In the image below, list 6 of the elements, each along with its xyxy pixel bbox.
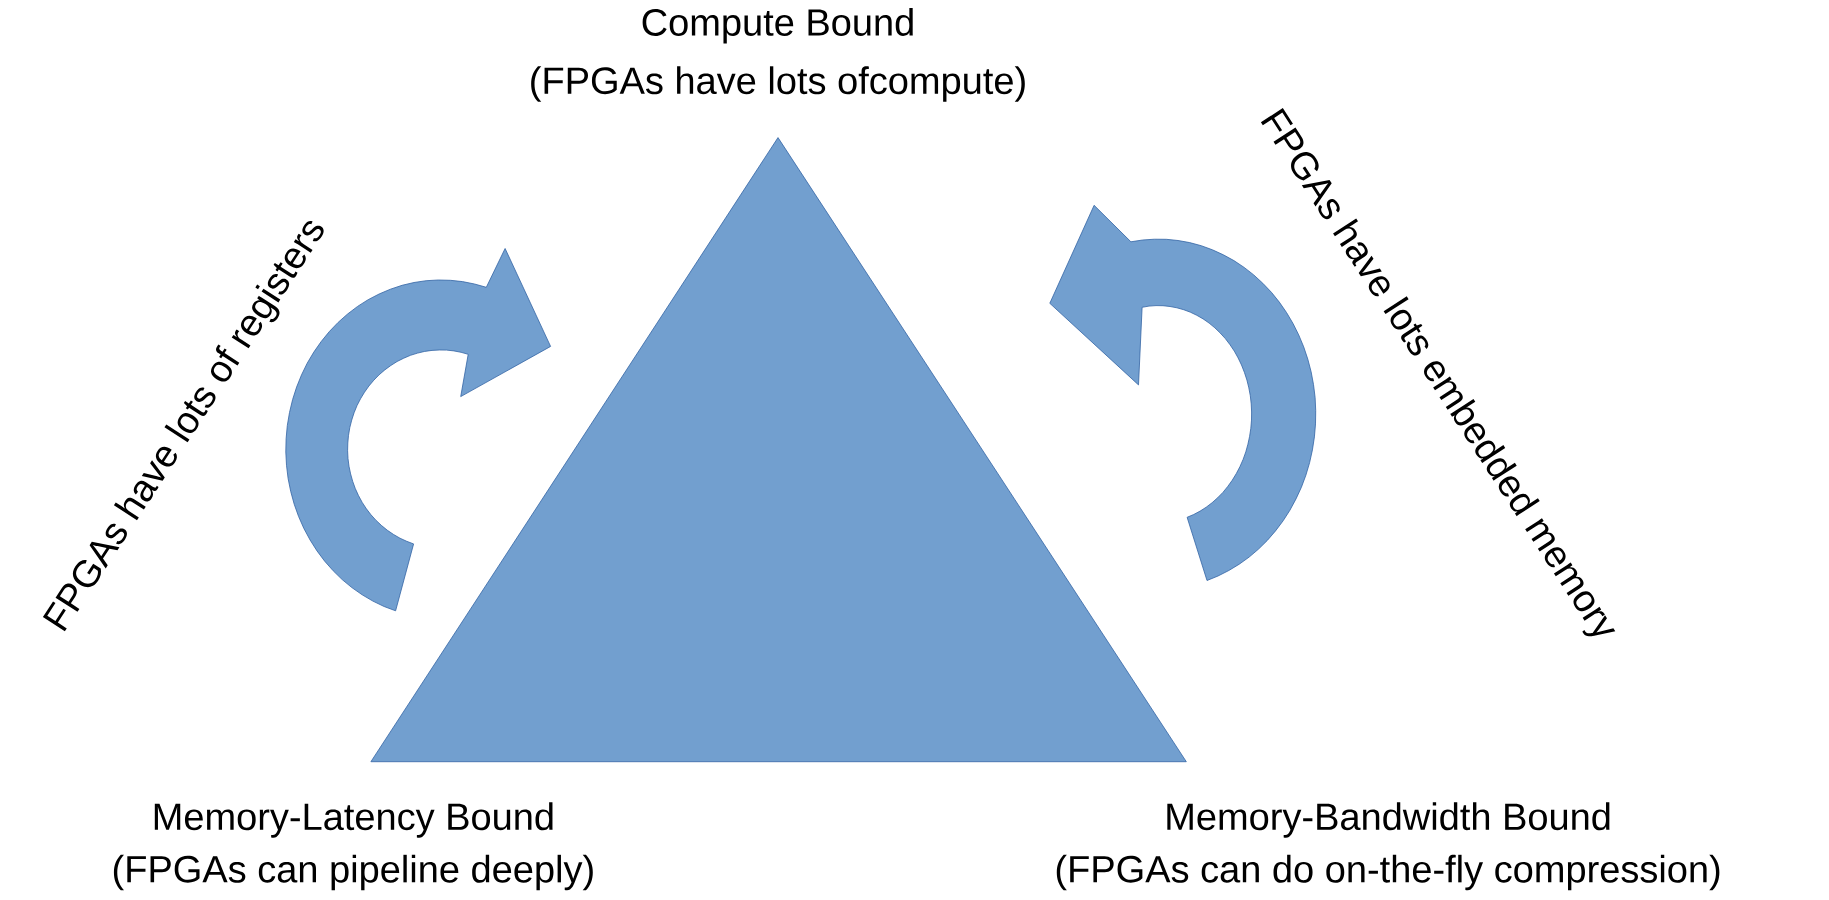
label: (FPGAs can pipeline deeply) (113, 854, 593, 891)
label: (FPGAs can do on-the-fly compression) (1056, 854, 1720, 891)
label: Compute Bound (642, 8, 913, 44)
label: Memory-Bandwidth Bound (1167, 802, 1610, 838)
label: Memory-Latency Bound (154, 802, 553, 838)
label: (FPGAs have lots ofcompute) (531, 66, 1025, 102)
